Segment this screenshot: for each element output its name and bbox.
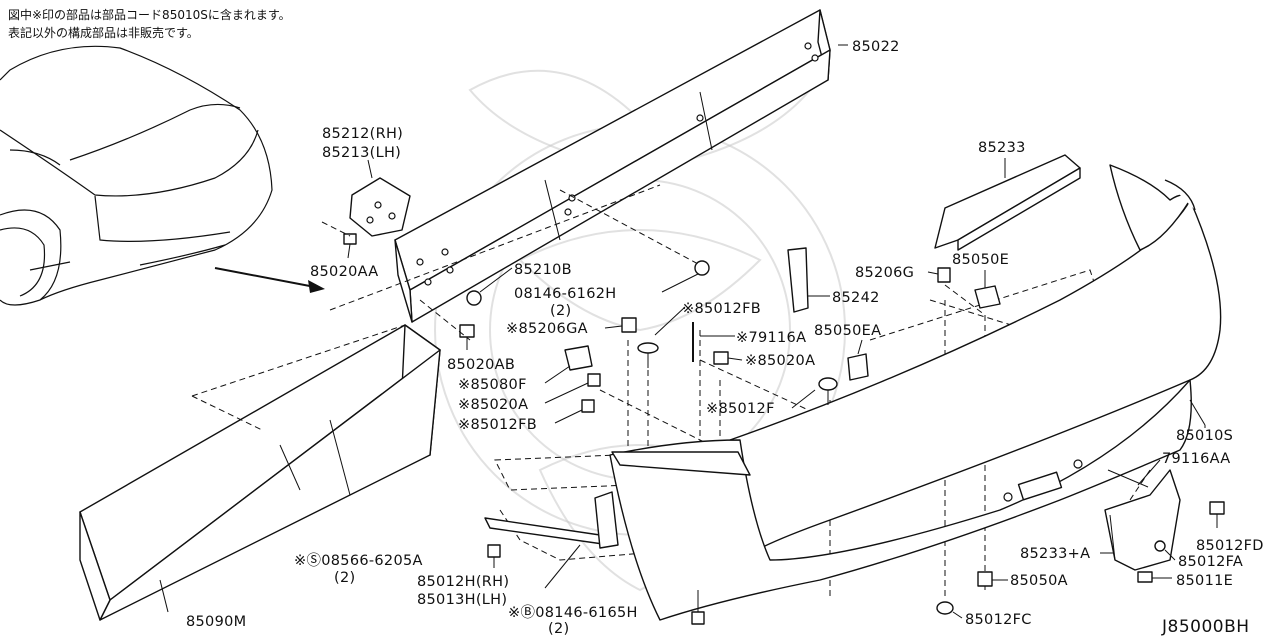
retainer-85233 [934,154,1081,251]
label-85233A: 85233+A [1020,546,1090,562]
label-85050A: 85050A [1010,573,1068,589]
nut-08146-6165H [691,590,705,625]
note-line-1: 図中※印の部品は部品コード85010Sに含まれます。 [8,8,291,22]
note-line-2: 表記以外の構成部品は非販売です。 [8,26,199,40]
label-08146-6162H-qty: (2) [550,303,571,319]
clip-85012FC [936,601,963,619]
direction-arrow [214,267,325,293]
bolt-85020AB [459,324,475,350]
rivet-85012FB-top [637,306,686,368]
label-85012FC: 85012FC [965,612,1032,628]
clip-85050A [977,571,1008,587]
nut-85210B [466,267,513,306]
label-85012H: 85012H(RH) [417,574,509,590]
label-85210B: 85210B [514,262,572,278]
label-08146-6162H: 08146-6162H [514,286,616,302]
clip-85050EA [847,339,869,381]
label-85022: 85022 [852,39,900,55]
label-85206GA: ※85206GA [506,321,588,337]
label-85080F: ※85080F [458,377,527,393]
label-85020AB: 85020AB [447,357,515,373]
bracket-85242 [787,247,830,313]
label-85020A-left: ※85020A [458,397,528,413]
screw-85012FD [1209,501,1225,528]
label-85233: 85233 [978,140,1026,156]
stud-79116AA [1107,459,1161,488]
part-labels: 85022 85212(RH) 85213(LH) 85020AA 85210B… [186,39,1264,637]
bumper-fascia-85010S [609,164,1222,621]
label-08566-6205A: ※Ⓢ08566-6205A [294,552,423,569]
diagram-code: J85000BH [1161,617,1250,637]
screw-85020A-left [544,373,601,404]
nut-08146-6162H [661,260,710,293]
screw-85012FB-left [554,399,595,424]
side-bracket-85012H [484,451,751,589]
clip-85206GA [604,317,637,333]
screw-85020A-right [713,351,743,365]
vehicle-rear-sketch [0,45,273,306]
label-85020A-right: ※85020A [745,353,815,369]
clip-85206G [927,267,951,283]
label-85212: 85212(RH) [322,126,403,142]
label-85012FD: 85012FD [1196,538,1264,554]
label-85012FB-top: ※85012FB [682,301,761,317]
stud-79116A [692,322,735,362]
grommet-85080F [544,345,593,384]
energy-absorber-85090M [79,324,441,621]
label-79116A: ※79116A [736,330,806,346]
label-85050E: 85050E [952,252,1009,268]
label-85012F: ※85012F [706,401,775,417]
label-08566-6205A-qty: (2) [334,570,355,586]
label-85010S: 85010S [1176,428,1233,444]
label-85050EA: 85050EA [814,323,881,339]
bolt-85020AA [321,221,357,259]
label-85020AA: 85020AA [310,264,378,280]
label-08146-6165H-qty: (2) [548,621,569,637]
clip-85011E [1137,571,1172,583]
clip-85050E [974,270,1001,309]
label-85011E: 85011E [1176,573,1233,589]
bumper-reinforcement-85022 [394,9,848,323]
label-85206G: 85206G [855,265,914,281]
label-85242: 85242 [832,290,880,306]
label-85090M: 85090M [186,614,246,630]
label-85013H: 85013H(LH) [417,592,507,608]
side-retainer-85233A [1100,469,1181,571]
label-85012FA: 85012FA [1178,554,1243,570]
screw-08566-6205A [487,544,501,568]
label-85213: 85213(LH) [322,145,401,161]
label-08146-6165H: ※Ⓑ08146-6165H [508,604,638,621]
label-85012FB-left: ※85012FB [458,417,537,433]
bracket-85212-85213 [349,159,411,237]
clip-85012F [791,377,838,409]
clip-85012FA [1154,540,1176,561]
label-79116AA: 79116AA [1162,451,1230,467]
